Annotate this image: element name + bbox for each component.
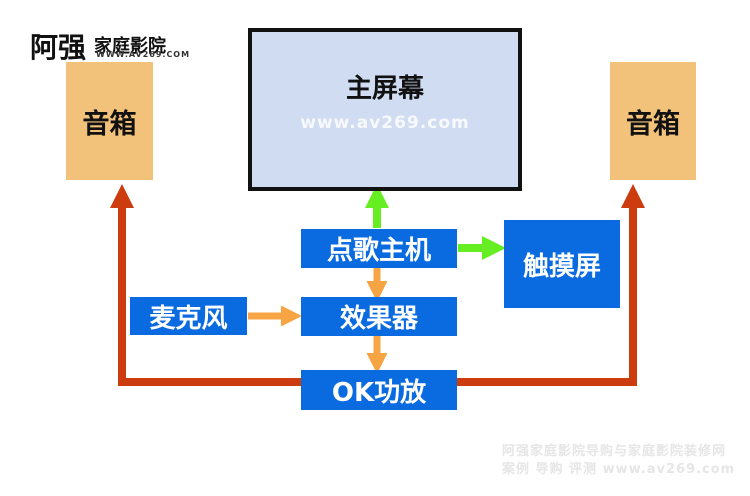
karaoke-host: 点歌主机	[301, 229, 457, 268]
logo-url: WWW.AV269.COM	[96, 50, 191, 59]
arrow-amp-to-left-speaker	[110, 184, 302, 386]
speaker-left: 音箱	[66, 62, 153, 180]
screen-watermark: www.av269.com	[300, 113, 470, 133]
speaker-left-label: 音箱	[82, 108, 137, 140]
ok-amplifier: OK功放	[301, 370, 457, 410]
speaker-right: 音箱	[610, 62, 696, 180]
main-screen: 主屏幕 www.av269.com	[248, 28, 522, 191]
logo-subtitle: 家庭影院	[94, 36, 166, 57]
effects-unit-label: 效果器	[339, 304, 418, 334]
arrow-amp-to-right-speaker	[457, 184, 645, 386]
effects-unit: 效果器	[301, 297, 457, 336]
footer-line-1: 阿强家庭影院导购与家庭影院装修网	[502, 444, 727, 459]
touch-screen: 触摸屏	[504, 220, 620, 308]
karaoke-host-label: 点歌主机	[326, 236, 431, 266]
touch-screen-label: 触摸屏	[522, 251, 601, 282]
logo-name: 阿强	[30, 31, 87, 64]
logo: 阿强 家庭影院 WWW.AV269.COM	[30, 26, 205, 64]
main-screen-label: 主屏幕	[345, 74, 424, 104]
ok-amplifier-label: OK功放	[331, 377, 427, 408]
microphone-label: 麦克风	[149, 303, 228, 334]
speaker-right-label: 音箱	[626, 108, 680, 140]
microphone: 麦克风	[130, 297, 247, 335]
footer-line-2: 案例 导购 评测 www.av269.com	[502, 462, 736, 477]
